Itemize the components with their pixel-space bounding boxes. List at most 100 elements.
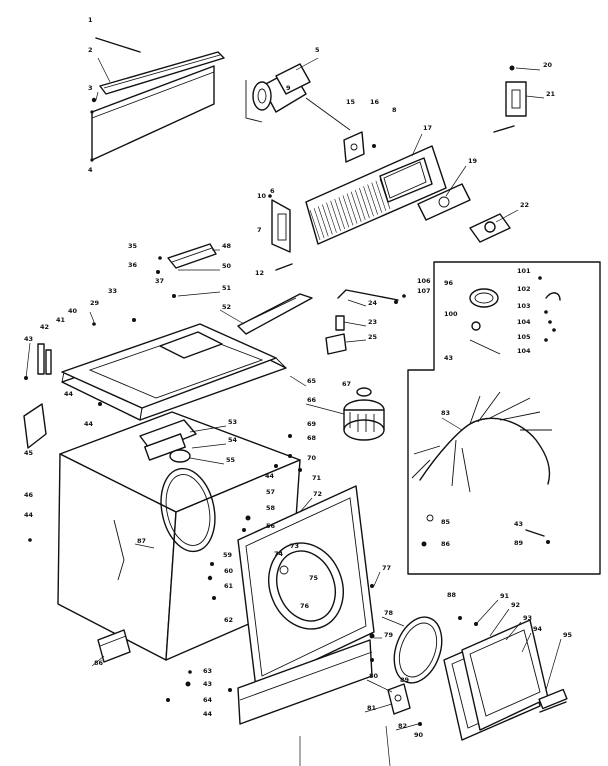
callout-c104b: 104 — [517, 347, 531, 355]
grille-slot — [313, 208, 325, 239]
callout-c7: 7 — [257, 226, 262, 234]
callout-c50: 50 — [222, 262, 232, 270]
grille-slot — [322, 204, 333, 235]
callout-c5: 5 — [315, 46, 320, 54]
switch-bracket — [343, 131, 376, 163]
callout-c43d: 43 — [514, 520, 523, 528]
toe-plate — [237, 639, 373, 725]
grille-slot — [338, 197, 350, 228]
callout-c57: 57 — [266, 488, 275, 496]
callout-c6: 6 — [270, 187, 275, 195]
grille-slot — [375, 180, 387, 211]
callout-c43b: 43 — [203, 680, 212, 688]
callout-c80: 80 — [369, 672, 379, 680]
callout-c86: 86 — [94, 659, 104, 667]
callout-c106: 106 — [417, 277, 431, 285]
callout-c25: 25 — [368, 333, 378, 341]
callout-c44c: 44 — [84, 420, 94, 428]
callout-c107: 107 — [417, 287, 431, 295]
front-panel — [237, 485, 375, 689]
callout-c63: 63 — [203, 667, 212, 675]
callout-c66: 66 — [307, 396, 317, 404]
timer-assembly — [245, 63, 351, 131]
door-seal-ring — [393, 616, 443, 684]
door-switch — [493, 65, 527, 133]
callout-c92: 92 — [511, 601, 520, 609]
grille-slot — [350, 191, 362, 222]
callout-c43c: 43 — [444, 354, 453, 362]
blower-wheel — [343, 387, 385, 441]
grille-slot — [359, 188, 370, 219]
callout-c96: 96 — [444, 279, 454, 287]
callout-c29: 29 — [90, 299, 100, 307]
callout-c70: 70 — [307, 454, 317, 462]
callout-c74: 74 — [274, 550, 284, 558]
callout-c75: 75 — [309, 574, 319, 582]
callout-c103: 103 — [517, 302, 531, 310]
callout-c89b: 89 — [514, 539, 524, 547]
callout-c60: 60 — [224, 567, 234, 575]
door-assembly — [443, 619, 568, 741]
callout-c69: 69 — [307, 420, 317, 428]
callout-c33: 33 — [108, 287, 117, 295]
callout-c52: 52 — [222, 303, 231, 311]
callout-c89: 89 — [400, 676, 410, 684]
callout-c56: 56 — [266, 522, 276, 530]
callout-c3: 3 — [88, 84, 93, 92]
callout-c76: 76 — [300, 602, 310, 610]
callout-c17: 17 — [423, 124, 432, 132]
wiring-harness-panel — [407, 261, 601, 575]
grille-slot — [346, 193, 358, 224]
callout-c37: 37 — [155, 277, 164, 285]
callout-c67: 67 — [342, 380, 351, 388]
console-trim-strip — [95, 37, 225, 95]
callout-c62: 62 — [224, 616, 233, 624]
backsplash-panel — [90, 65, 215, 162]
hinge-arm — [237, 293, 313, 335]
callout-c43a: 43 — [24, 335, 33, 343]
callout-c81: 81 — [367, 704, 377, 712]
callout-c72: 72 — [313, 490, 322, 498]
callout-c79: 79 — [384, 631, 394, 639]
callout-c53: 53 — [228, 418, 237, 426]
callout-c42: 42 — [40, 323, 49, 331]
grille-slot — [342, 195, 354, 226]
callout-c2: 2 — [88, 46, 93, 54]
callout-c93: 93 — [523, 614, 532, 622]
callout-c48: 48 — [222, 242, 232, 250]
callout-c77: 77 — [382, 564, 391, 572]
callout-c58: 58 — [266, 504, 276, 512]
grille-slot — [317, 206, 329, 237]
callout-c87: 87 — [137, 537, 146, 545]
lid-stop — [167, 243, 217, 269]
grille-slot — [326, 202, 337, 233]
callout-c65: 65 — [307, 377, 317, 385]
callout-c24: 24 — [368, 299, 378, 307]
top-cover — [61, 323, 287, 421]
callout-c55: 55 — [226, 456, 236, 464]
left-corner-bracket — [23, 343, 52, 449]
callout-c101: 101 — [517, 267, 531, 275]
callout-c45: 45 — [24, 449, 34, 457]
callout-c44d: 44 — [203, 710, 213, 718]
callout-c35: 35 — [128, 242, 138, 250]
callout-c12: 12 — [255, 269, 264, 277]
callout-c86b: 86 — [441, 540, 451, 548]
callout-c41: 41 — [56, 316, 66, 324]
callout-c102: 102 — [517, 285, 531, 293]
callout-c44a: 44 — [64, 390, 74, 398]
callout-c100: 100 — [444, 310, 458, 318]
callout-c23: 23 — [368, 318, 377, 326]
grille-slot — [355, 189, 366, 221]
dispenser-cup — [139, 419, 197, 463]
callout-c20: 20 — [543, 61, 553, 69]
callout-c88: 88 — [447, 591, 457, 599]
callout-c85: 85 — [441, 518, 451, 526]
control-panel — [305, 145, 447, 245]
callout-c10: 10 — [257, 192, 267, 200]
callout-c44b: 44 — [24, 511, 34, 519]
callout-c59: 59 — [223, 551, 233, 559]
callout-c9: 9 — [286, 84, 291, 92]
